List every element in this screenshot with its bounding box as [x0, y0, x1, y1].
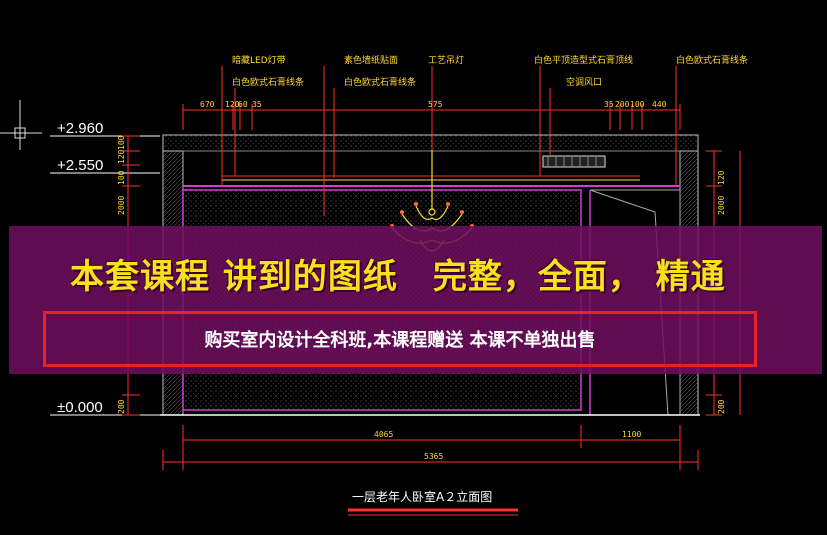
note-white-stone-1: 白色欧式石膏线条	[232, 78, 305, 88]
note-white-stone-3: 白色欧式石膏线条	[676, 56, 749, 66]
dim-top: 200	[615, 100, 630, 109]
dim-left: 100	[117, 135, 126, 150]
note-led-strip: 暗藏LED灯带	[232, 56, 286, 66]
annotation-leaders	[221, 66, 677, 216]
dim-top: 120	[225, 100, 240, 109]
dim-right: 2000	[717, 195, 726, 215]
promo-subline: 购买室内设计全科班,本课程赠送 本课不单独出售	[204, 330, 596, 351]
promo-headline: 本套课程 讲到的图纸 完整，全面， 精通	[70, 257, 726, 297]
dim-right: 120	[717, 170, 726, 185]
note-white-stone-2: 白色欧式石膏线条	[344, 78, 417, 88]
dim-bottom-total: 5365	[424, 452, 444, 461]
note-crafted-lamp: 工艺吊灯	[428, 56, 465, 66]
dim-left: 200	[117, 399, 126, 414]
crosshair-icon	[0, 100, 42, 150]
dim-left: 2000	[117, 195, 126, 215]
dim-bottom-b: 1100	[622, 430, 642, 439]
dim-left: 120	[117, 149, 126, 164]
dim-top: 670	[200, 100, 215, 109]
dim-top: 575	[428, 100, 443, 109]
note-arc-ceiling: 白色平顶造型式石膏顶线	[534, 56, 634, 66]
dim-top: 440	[652, 100, 667, 109]
elevation-label-top: +2.960	[57, 120, 104, 137]
dim-top: 60	[238, 100, 248, 109]
elevation-label-floor: ±0.000	[57, 399, 103, 416]
elevation-markers	[50, 135, 160, 416]
promo-banner	[9, 226, 822, 374]
elevation-label-ceiling: +2.550	[57, 157, 104, 174]
dim-bottom-a: 4065	[374, 430, 394, 439]
ac-outlet	[542, 155, 606, 168]
promo-subline-box: 购买室内设计全科班,本课程赠送 本课不单独出售	[43, 311, 757, 367]
ceiling-slab	[162, 134, 699, 152]
dim-left: 100	[117, 170, 126, 185]
dim-top: 100	[630, 100, 645, 109]
note-ac-outlet: 空调风口	[566, 78, 603, 88]
drawing-title: 一层老年人卧室A２立面图	[352, 490, 493, 504]
dim-top: 35	[604, 100, 614, 109]
dim-top: 35	[252, 100, 262, 109]
dim-right: 200	[717, 399, 726, 414]
bottom-dimension-line	[162, 425, 699, 470]
note-fabric: 素色墙纸贴面	[344, 56, 399, 66]
